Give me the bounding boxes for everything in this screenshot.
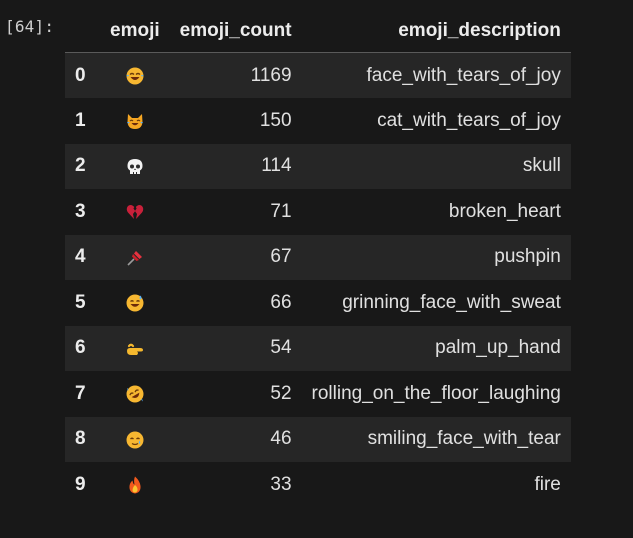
row-index: 4 [75,246,86,268]
emoji-description-cell: broken_heart [448,200,561,222]
emoji-count-cell: 150 [259,109,292,131]
face-with-tears-of-joy-icon [125,65,145,85]
cell-execution-prompt: [64]: [5,17,55,36]
row-index: 3 [75,200,86,222]
emoji-description-cell: skull [522,155,561,177]
emoji-description-cell: cat_with_tears_of_joy [377,109,561,131]
table-row: 9 33 fire [65,462,571,508]
table-row: 6 54 palm_up_hand [65,325,571,372]
row-index: 9 [75,473,86,495]
rolling-on-the-floor-laughing-icon [125,383,145,403]
palm-up-hand-icon [125,338,145,358]
emoji-cell [100,326,170,372]
emoji-cell [100,371,170,417]
column-header-emoji-count: emoji_count [169,9,302,53]
emoji-cell [100,144,170,190]
emoji-count-cell: 33 [270,473,292,495]
emoji-count-cell: 66 [270,291,292,313]
emoji-count-cell: 71 [270,200,292,222]
emoji-description-cell: smiling_face_with_tear [367,428,561,450]
emoji-cell [100,98,170,144]
smiling-face-with-tear-icon [125,429,145,449]
column-header-emoji: emoji [100,9,170,53]
table-row: 1 150 cat_with_tears_of_joy [65,98,571,144]
table-row: 5 66 grinning_face_with_sweat [65,280,571,326]
table-row: 0 1169 face_with_tears_of_joy [65,52,571,99]
row-index: 2 [75,155,86,177]
emoji-description-cell: face_with_tears_of_joy [366,64,561,86]
emoji-cell [100,53,170,99]
emoji-description-cell: grinning_face_with_sweat [342,291,561,313]
dataframe-table: emoji emoji_count emoji_description 0 116… [65,9,571,508]
emoji-description-cell: pushpin [494,246,561,268]
table-row: 2 114 skull [65,143,571,190]
row-index: 5 [75,291,86,313]
emoji-description-cell: palm_up_hand [435,337,561,359]
emoji-cell [100,280,170,326]
emoji-count-cell: 52 [270,382,292,404]
cat-with-tears-of-joy-icon [125,110,145,130]
table-row: 4 67 pushpin [65,234,571,281]
emoji-cell [100,417,170,463]
grinning-face-with-sweat-icon [125,292,145,312]
emoji-count-cell: 54 [270,337,292,359]
row-index: 6 [75,337,86,359]
emoji-count-cell: 114 [261,155,292,177]
row-index: 7 [75,382,86,404]
row-index: 1 [75,109,86,131]
index-header [65,9,100,53]
broken-heart-icon [125,201,145,221]
fire-icon [125,474,145,494]
emoji-count-cell: 1169 [250,64,292,86]
row-index: 8 [75,428,86,450]
emoji-description-cell: rolling_on_the_floor_laughing [311,382,561,404]
table-header-row: emoji emoji_count emoji_description [65,9,571,53]
row-index: 0 [75,64,86,86]
emoji-description-cell: fire [534,473,561,495]
emoji-cell [100,189,170,235]
table-row: 3 71 broken_heart [65,189,571,235]
table-row: 7 52 rolling_on_the_floor_laughing [65,371,571,417]
emoji-count-cell: 46 [270,428,292,450]
emoji-cell [100,462,170,508]
column-header-emoji-description: emoji_description [301,9,571,53]
emoji-count-cell: 67 [270,246,292,268]
table-row: 8 46 smiling_face_with_tear [65,416,571,463]
skull-icon [125,156,145,176]
pushpin-icon [125,247,145,267]
emoji-cell [100,235,170,281]
